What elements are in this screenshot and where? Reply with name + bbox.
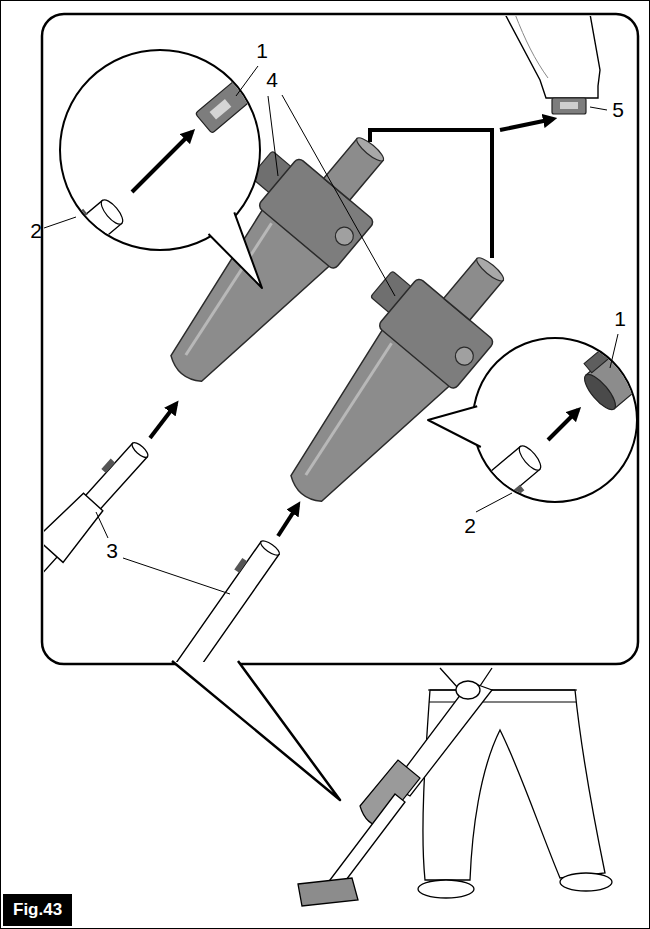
cleaner-handle	[505, 16, 600, 98]
insert-arrow	[278, 505, 298, 536]
pipe-end	[30, 192, 127, 281]
extension-pipe	[107, 535, 281, 662]
detail-bubble	[473, 338, 637, 502]
callout-number: 5	[612, 98, 624, 122]
user-figure	[418, 668, 612, 898]
figure-tag: Fig.43	[3, 894, 72, 926]
pipe-end	[444, 443, 548, 539]
insert-arrow	[548, 410, 578, 440]
cleaner-figure	[298, 681, 492, 906]
leader-lines	[44, 66, 618, 594]
callout-number: 3	[106, 539, 118, 563]
inset-pointer	[172, 661, 340, 800]
callout-number: 2	[30, 219, 42, 243]
callout-number: 1	[614, 307, 626, 331]
inset-panel	[42, 14, 638, 664]
extension-pipe	[44, 435, 156, 655]
callout-number: 1	[256, 39, 268, 63]
bubble-pointer	[428, 406, 481, 447]
group-bracket	[370, 130, 492, 258]
insert-arrow	[150, 404, 176, 438]
socket-part	[573, 329, 650, 414]
connector-part	[552, 98, 586, 114]
callout-number: 4	[266, 68, 278, 92]
insert-arrow	[132, 132, 192, 192]
handle-detail	[515, 16, 548, 78]
connector-slot	[560, 102, 578, 109]
attach-arrow	[500, 119, 553, 130]
bubble-pointer	[209, 212, 263, 288]
callout-number: 2	[464, 514, 476, 538]
latch-part	[195, 77, 255, 133]
figure-number: Fig.43	[13, 900, 62, 920]
